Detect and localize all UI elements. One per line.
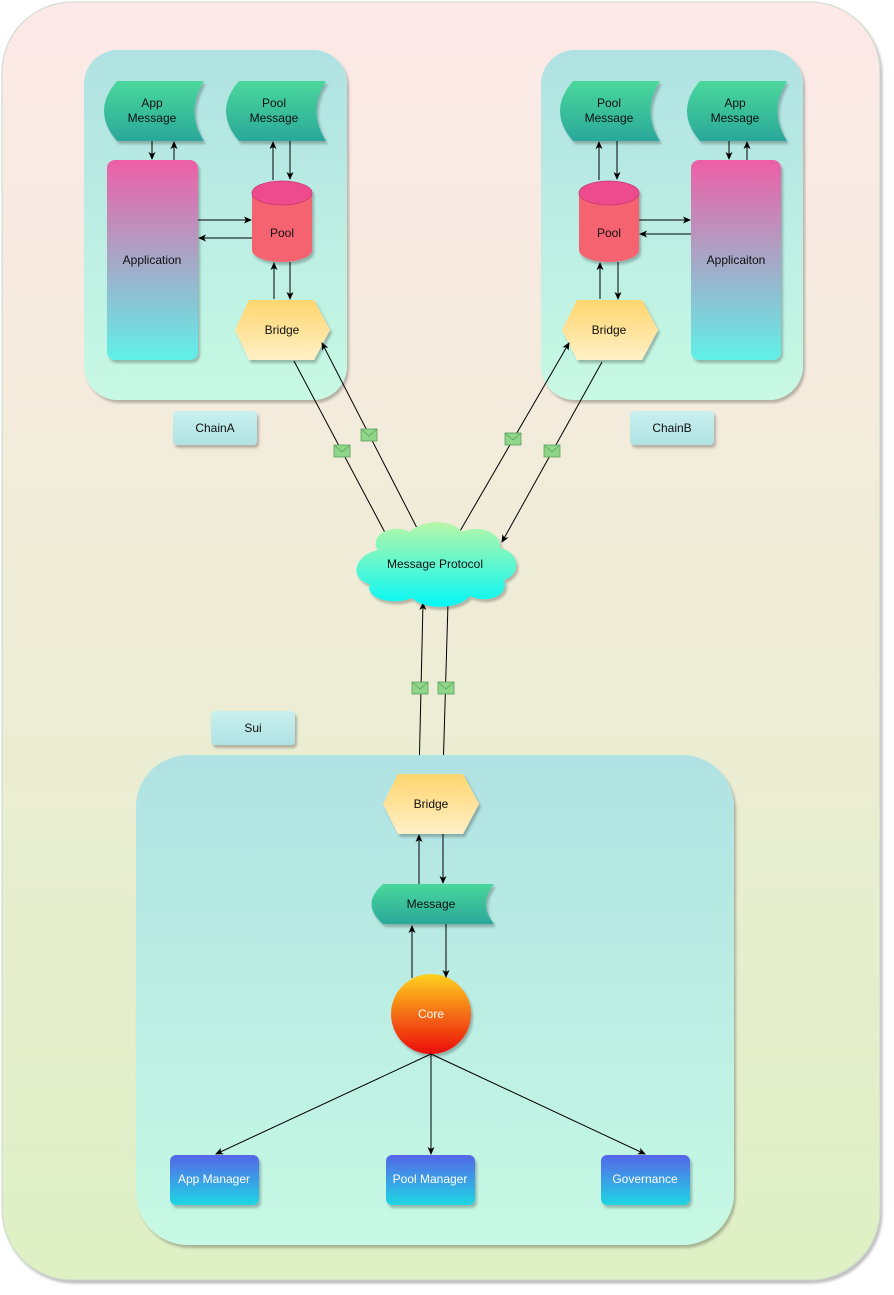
governance-label: Governance — [612, 1172, 678, 1186]
chain-b-group: Pool Message App Message Pool Applicaito… — [541, 50, 803, 400]
chain-a-pool-message-line1: Pool — [262, 96, 286, 110]
envelope-icon — [333, 444, 351, 458]
sui-message[interactable]: Message — [371, 884, 495, 924]
svg-text:App: App — [724, 96, 746, 110]
svg-text:Message: Message — [250, 111, 299, 125]
chain-a-pool-message-line2: Message — [250, 111, 299, 125]
chain-b-arrows — [595, 141, 751, 300]
chain-a-tag-label: ChainA — [195, 421, 234, 435]
chain-b-bridge-label: Bridge — [592, 323, 627, 337]
governance-box[interactable]: Governance — [601, 1155, 690, 1205]
svg-text:Message: Message — [711, 111, 760, 125]
chain-a-bridge[interactable]: Bridge — [235, 300, 330, 360]
svg-text:Pool: Pool — [597, 96, 621, 110]
message-protocol-cloud[interactable]: Message Protocol — [356, 522, 517, 607]
chain-a-app-message-line1: App — [141, 96, 163, 110]
chain-a-app-message[interactable]: App Message — [104, 81, 204, 141]
sui-bridge[interactable]: Bridge — [383, 774, 479, 834]
chain-b-app-message-line2: Message — [711, 111, 760, 125]
svg-text:Message: Message — [585, 111, 634, 125]
sui-tag: Sui — [211, 711, 295, 745]
sui-bridge-label: Bridge — [414, 797, 449, 811]
chain-b-application[interactable]: Applicaiton — [691, 160, 781, 360]
message-protocol-label: Message Protocol — [387, 557, 483, 571]
svg-text:Message: Message — [128, 111, 177, 125]
chain-a-tag: ChainA — [173, 411, 257, 445]
svg-text:App: App — [141, 96, 163, 110]
svg-text:Pool: Pool — [262, 96, 286, 110]
envelope-icon — [360, 428, 378, 442]
chain-b-tag-label: ChainB — [652, 421, 691, 435]
chain-a-pool-label: Pool — [270, 226, 294, 240]
sui-arrows — [215, 834, 646, 1155]
chain-a-group: App Message Pool Message Application Poo… — [84, 50, 347, 400]
envelope-icon — [437, 681, 455, 695]
chain-a-application[interactable]: Application — [107, 160, 198, 360]
envelope-icon — [543, 444, 561, 458]
sui-message-label: Message — [407, 897, 456, 911]
envelope-icon — [411, 681, 429, 695]
chain-b-application-label: Applicaiton — [707, 253, 766, 267]
pool-manager-label: Pool Manager — [393, 1172, 468, 1186]
chain-b-tag: ChainB — [630, 411, 714, 445]
chain-a-bridge-label: Bridge — [265, 323, 300, 337]
sui-core[interactable]: Core — [391, 974, 471, 1054]
sui-tag-label: Sui — [244, 721, 261, 735]
chain-a-pool-message[interactable]: Pool Message — [226, 81, 326, 141]
sui-core-label: Core — [418, 1007, 444, 1021]
chain-a-arrows — [148, 141, 294, 300]
chain-a-app-message-line2: Message — [128, 111, 177, 125]
sui-group: Bridge Message Core App Manager Pool Man… — [136, 755, 734, 1245]
app-manager-label: App Manager — [178, 1172, 250, 1186]
app-manager-box[interactable]: App Manager — [170, 1155, 259, 1205]
chain-b-app-message[interactable]: App Message — [687, 81, 787, 141]
chain-a-application-label: Application — [123, 253, 182, 267]
chain-b-pool-message-line1: Pool — [597, 96, 621, 110]
chain-b-pool[interactable]: Pool — [578, 180, 640, 262]
chain-b-app-message-line1: App — [724, 96, 746, 110]
chain-a-pool[interactable]: Pool — [251, 180, 313, 262]
chain-b-pool-message[interactable]: Pool Message — [560, 81, 660, 141]
chain-b-pool-message-line2: Message — [585, 111, 634, 125]
envelope-icon — [504, 432, 522, 446]
chain-b-bridge[interactable]: Bridge — [562, 300, 658, 360]
pool-manager-box[interactable]: Pool Manager — [386, 1155, 475, 1205]
chain-b-pool-label: Pool — [597, 226, 621, 240]
